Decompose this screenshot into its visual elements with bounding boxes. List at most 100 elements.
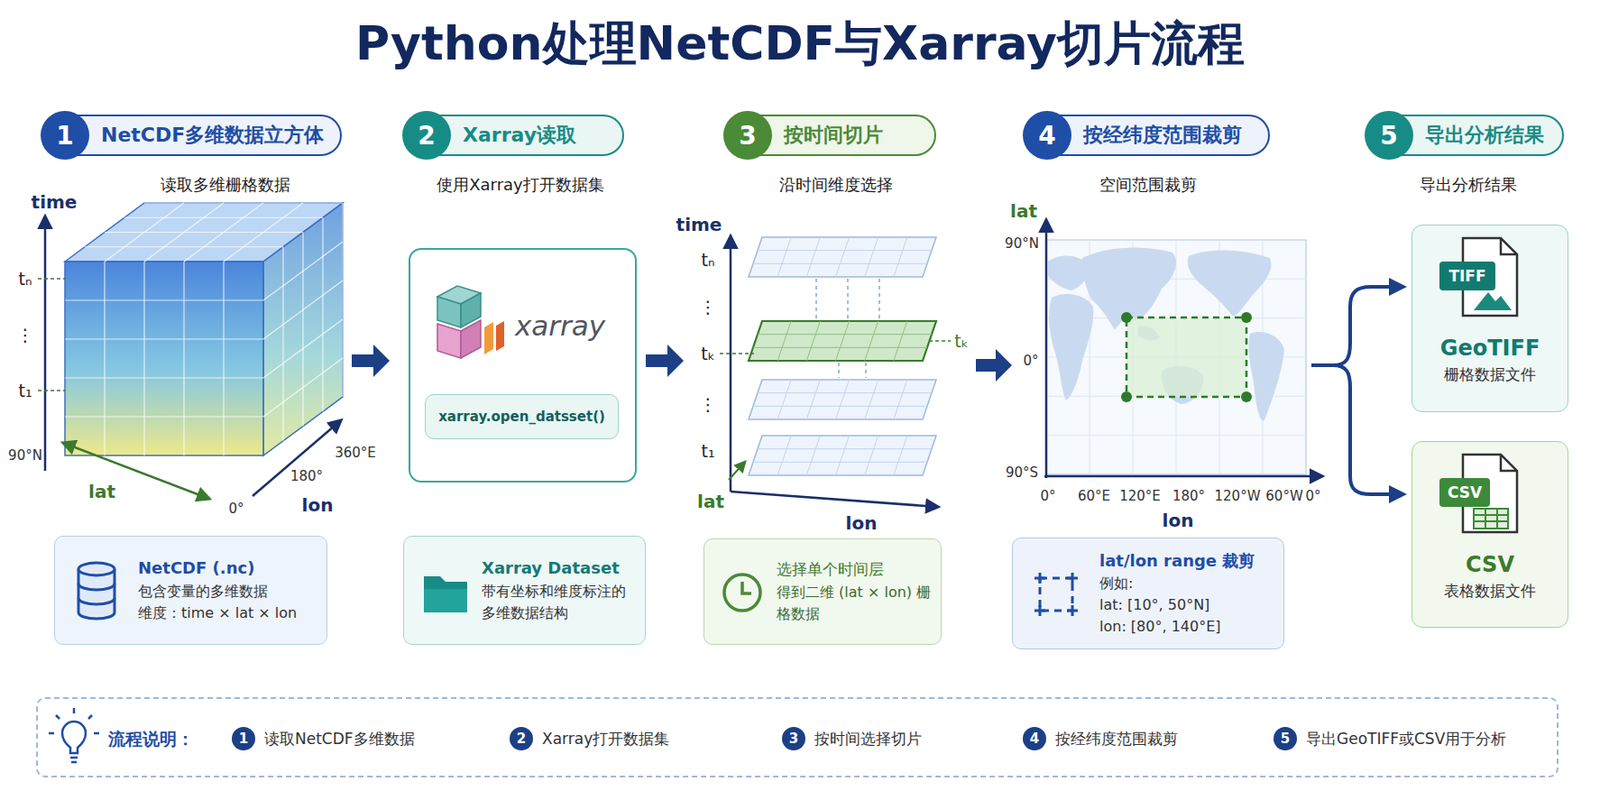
node-text: 5 bbox=[1379, 120, 1398, 151]
grid-line bbox=[222, 261, 224, 456]
step-number: 4 bbox=[1022, 110, 1072, 160]
info-box: lat/lon range 裁剪例如:lat: [10°, 50°N]lon: … bbox=[1011, 537, 1285, 650]
diagram-title: Python处理NetCDF与Xarray切片流程 bbox=[0, 12, 1600, 76]
node-text: lat: [10°, 50°N] bbox=[1099, 594, 1275, 617]
figure-label: 0° bbox=[1039, 487, 1056, 505]
figure-label: time bbox=[676, 213, 723, 236]
node-icon bbox=[410, 249, 634, 485]
grid-line bbox=[836, 435, 850, 476]
node-text: 按经纬度范围裁剪 bbox=[1083, 121, 1242, 149]
node-text: 得到二维 (lat × lon) 栅格数据 bbox=[776, 581, 932, 626]
grid-line bbox=[753, 347, 928, 349]
world-map bbox=[1044, 220, 1323, 479]
figure-label: 90°N bbox=[1004, 235, 1040, 252]
node-text: Xarray Dataset bbox=[481, 556, 636, 580]
figure-label: ⋮ bbox=[699, 394, 718, 414]
figure-label: 沿时间维度选择 bbox=[779, 174, 893, 196]
output-card: CSV表格数据文件CSV bbox=[1411, 441, 1569, 628]
figure-label: ⋮ bbox=[17, 324, 35, 345]
figure-label: lon bbox=[845, 512, 878, 534]
figure-label: lon bbox=[1162, 509, 1195, 532]
time-plane bbox=[748, 321, 937, 361]
node-text: 1 bbox=[55, 120, 74, 151]
grid-line bbox=[777, 435, 791, 476]
node-text: 按时间切片 bbox=[783, 121, 883, 149]
node-text: 例如: bbox=[1099, 572, 1275, 595]
file-tag: CSV bbox=[1439, 478, 1490, 507]
info-box: 选择单个时间层得到二维 (lat × lon) 栅格数据 bbox=[703, 538, 942, 645]
step-header: 按时间切片3 bbox=[726, 114, 937, 157]
info-box: Xarray Dataset带有坐标和维度标注的 多维数据结构 bbox=[403, 535, 646, 645]
figure-label: tₙ bbox=[18, 268, 32, 289]
figure-label: 60°E bbox=[1077, 487, 1111, 505]
grid-line bbox=[836, 379, 850, 420]
grid-line bbox=[757, 392, 932, 394]
node-icon bbox=[1412, 441, 1564, 629]
step-number: 2 bbox=[402, 110, 451, 160]
grid-line bbox=[64, 299, 264, 301]
grid-line bbox=[302, 232, 304, 427]
figure-label: t₁ bbox=[18, 380, 32, 401]
grid-line bbox=[757, 448, 932, 450]
grid-line bbox=[836, 321, 850, 361]
figure-label: 导出分析结果 bbox=[1419, 174, 1518, 196]
node-text: 2 bbox=[509, 726, 534, 751]
figure-label: 读取多维栅格数据 bbox=[160, 174, 291, 196]
grid-line bbox=[893, 321, 908, 361]
flow-step: 4按经纬度范围裁剪 bbox=[1022, 726, 1047, 751]
figure-label: lon bbox=[302, 494, 334, 516]
figure-label: lat bbox=[697, 490, 725, 513]
figure-label: 90°N bbox=[8, 447, 43, 464]
figure-label: 0° bbox=[1305, 487, 1321, 505]
node-text: 流程说明： bbox=[108, 726, 194, 751]
time-plane bbox=[748, 379, 937, 420]
grid-line bbox=[64, 415, 264, 417]
grid-line bbox=[183, 202, 264, 262]
grid-line bbox=[144, 202, 343, 203]
grid-line bbox=[143, 261, 145, 456]
flow-step: 1读取NetCDF多维数据 bbox=[231, 726, 256, 751]
grid-line bbox=[836, 237, 850, 277]
node-text: 2 bbox=[417, 120, 435, 151]
grid-line bbox=[1046, 434, 1306, 436]
grid-line bbox=[84, 246, 284, 248]
time-plane bbox=[748, 237, 937, 277]
node-text: NetCDF多维数据立方体 bbox=[101, 121, 324, 149]
grid-line bbox=[341, 202, 343, 397]
figure-label: 360°E bbox=[334, 444, 377, 461]
grid-line bbox=[893, 435, 908, 476]
step-header: 按经纬度范围裁剪4 bbox=[1025, 114, 1270, 157]
grid-line bbox=[124, 217, 323, 219]
plane-grid bbox=[753, 237, 932, 277]
grid-line bbox=[777, 237, 791, 277]
grid-line bbox=[757, 249, 932, 251]
grid-line bbox=[104, 231, 304, 233]
node-text: 3 bbox=[781, 726, 806, 751]
grid-line bbox=[864, 321, 879, 361]
step-number: 1 bbox=[40, 110, 90, 160]
grid-line bbox=[806, 379, 820, 420]
node-text: CSV bbox=[1447, 483, 1482, 502]
grid-line bbox=[753, 263, 928, 265]
node-text: xarray.open_datsset() bbox=[438, 408, 606, 425]
step-header: NetCDF多维数据立方体 1 bbox=[43, 114, 342, 157]
time-slices bbox=[719, 236, 951, 507]
flow-step: 2Xarray打开数据集 bbox=[509, 726, 534, 751]
grid-line bbox=[263, 358, 343, 417]
figure-label: t₁ bbox=[700, 441, 715, 461]
grid-line bbox=[64, 338, 264, 340]
figure-label: 180° bbox=[1172, 487, 1205, 505]
grid-line bbox=[864, 379, 879, 420]
step-number: 3 bbox=[723, 110, 773, 160]
node-text: 按经纬度范围裁剪 bbox=[1055, 726, 1178, 751]
figure-label: time bbox=[31, 191, 78, 213]
grid-line bbox=[806, 321, 820, 361]
node-text: 带有坐标和维度标注的 多维数据结构 bbox=[481, 580, 632, 625]
grid-line bbox=[806, 237, 820, 277]
node-text: lat/lon range 裁剪 bbox=[1099, 549, 1275, 573]
node-icon bbox=[1412, 225, 1564, 414]
node-text: 维度：time × lat × lon bbox=[137, 602, 318, 625]
data-cube bbox=[64, 202, 343, 456]
code-button: xarray.open_datsset() bbox=[424, 394, 619, 440]
